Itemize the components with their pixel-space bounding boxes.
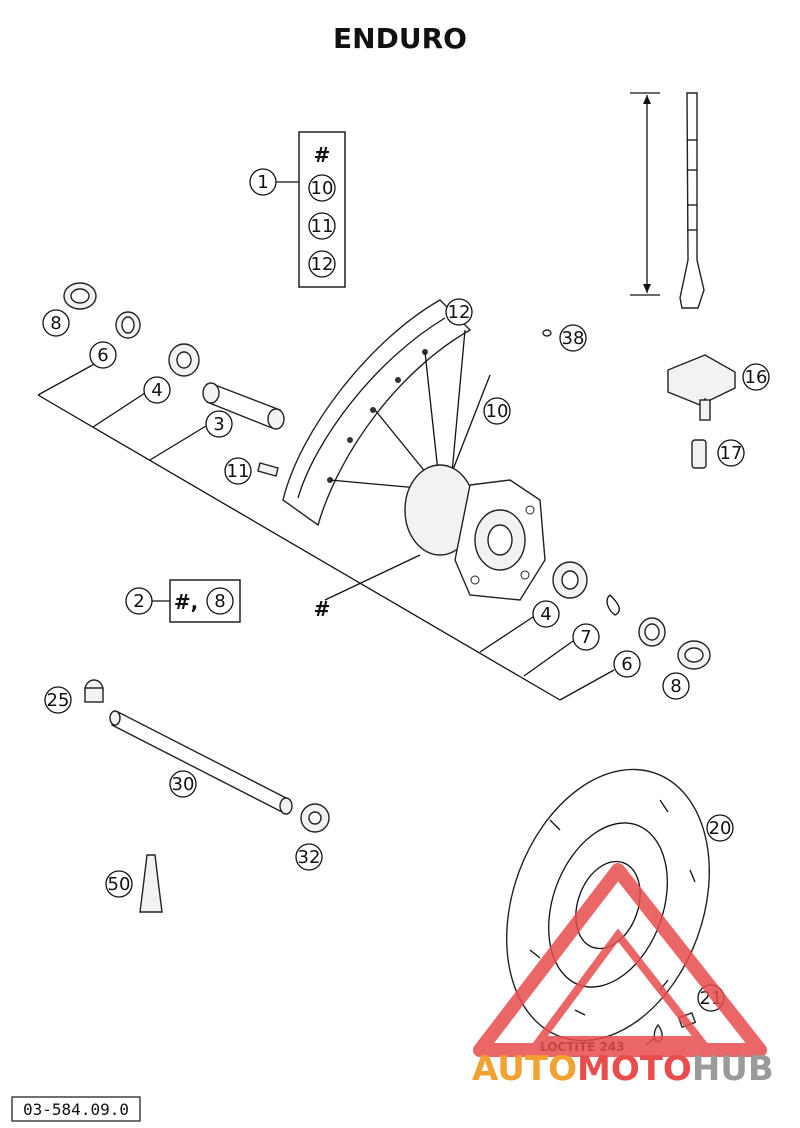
svg-text:8: 8	[670, 676, 681, 697]
callout-4-left: 4	[143, 376, 171, 404]
svg-text:25: 25	[47, 690, 70, 711]
callout-2: 2	[125, 587, 153, 615]
svg-text:38: 38	[562, 328, 585, 349]
callout-30: 30	[169, 770, 197, 798]
group-box-hash: #	[314, 143, 331, 167]
spoke-nipple	[257, 462, 279, 477]
circlip	[606, 594, 620, 616]
group-box-item-10: 10	[311, 178, 334, 199]
kit-box-hash: #,	[174, 590, 198, 614]
watermark-moto: MOTO	[577, 1049, 692, 1089]
diagram-title: ENDURO	[333, 22, 467, 55]
axle-clamp-nut	[84, 679, 104, 703]
group-box-item-11: 11	[311, 216, 334, 237]
bearing-left	[168, 343, 200, 377]
seal-ring-right	[677, 640, 711, 670]
svg-text:6: 6	[621, 654, 632, 675]
svg-text:4: 4	[151, 380, 162, 401]
svg-text:50: 50	[108, 874, 131, 895]
valve-insert	[691, 439, 707, 469]
callout-17: 17	[717, 439, 745, 467]
svg-text:16: 16	[745, 367, 768, 388]
small-clip	[542, 329, 552, 337]
spacer-tube	[202, 382, 285, 430]
callout-4-right: 4	[532, 600, 560, 628]
watermark-text: AUTOMOTOHUB	[472, 1049, 774, 1089]
svg-text:30: 30	[172, 774, 195, 795]
axle-nut	[300, 803, 330, 833]
svg-text:6: 6	[97, 345, 108, 366]
svg-text:3: 3	[213, 414, 224, 435]
callout-50: 50	[105, 870, 133, 898]
group-box-item-12: 12	[311, 254, 334, 275]
callout-10: 10	[483, 397, 511, 425]
callout-6-right: 6	[613, 650, 641, 678]
callout-11: 11	[224, 457, 252, 485]
spacer-ring-left	[115, 311, 141, 339]
spoke-wrench-drawing	[630, 92, 705, 309]
svg-text:1: 1	[257, 172, 268, 193]
kit-box-2: #, 8	[152, 579, 241, 623]
callout-32: 32	[295, 843, 323, 871]
svg-text:32: 32	[298, 847, 321, 868]
seal-ring-left	[63, 282, 97, 310]
callout-16: 16	[742, 363, 770, 391]
watermark-logo	[473, 863, 767, 1057]
callout-7: 7	[572, 623, 600, 651]
loctite-bottle	[139, 854, 163, 913]
callout-38: 38	[559, 324, 587, 352]
kit-box-item-8: 8	[214, 591, 225, 612]
svg-text:2: 2	[133, 591, 144, 612]
svg-text:12: 12	[448, 302, 471, 323]
leader-lines	[37, 361, 615, 701]
callout-3: 3	[205, 410, 233, 438]
callout-20: 20	[706, 814, 734, 842]
callout-12: 12	[445, 298, 473, 326]
axle	[109, 710, 293, 815]
callout-8-left: 8	[42, 309, 70, 337]
valve-cap	[667, 354, 736, 421]
group-box-1: # 10 11 12	[276, 131, 346, 288]
callout-25: 25	[44, 686, 72, 714]
watermark-auto: AUTO	[472, 1049, 577, 1089]
svg-text:4: 4	[540, 604, 551, 625]
svg-text:8: 8	[50, 313, 61, 334]
callout-6-left: 6	[89, 341, 117, 369]
bearing-right	[552, 561, 588, 599]
brake-disc	[505, 768, 711, 1042]
callout-1: 1	[249, 168, 277, 196]
drawing-code: 03-584.09.0	[23, 1100, 129, 1119]
drawing-code-box: 03-584.09.0	[11, 1096, 141, 1122]
svg-text:11: 11	[227, 461, 250, 482]
callout-8-right: 8	[662, 672, 690, 700]
svg-text:7: 7	[580, 627, 591, 648]
svg-text:10: 10	[486, 401, 509, 422]
svg-text:17: 17	[720, 443, 743, 464]
wheel-hub	[404, 464, 546, 601]
spacer-ring-right	[638, 617, 666, 647]
svg-text:20: 20	[709, 818, 732, 839]
hub-label: #	[314, 597, 331, 621]
watermark-hub: HUB	[692, 1049, 774, 1089]
